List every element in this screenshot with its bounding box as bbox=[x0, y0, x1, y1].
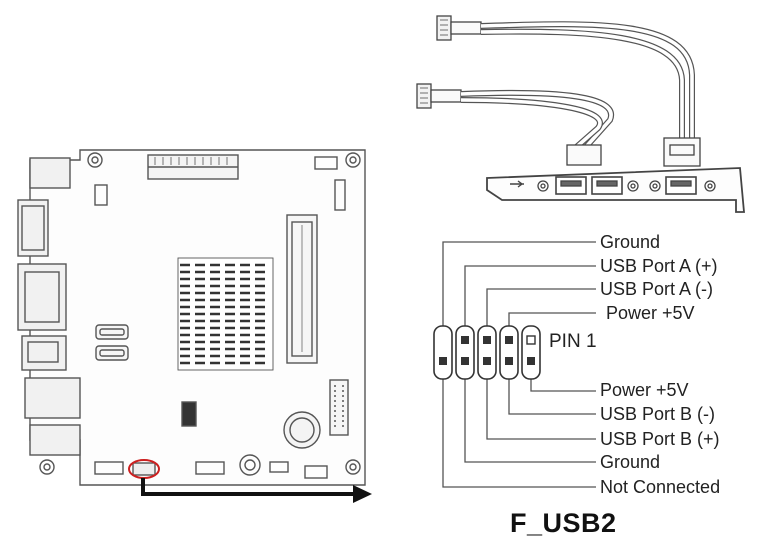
pin-label-power-5v-bottom: Power +5V bbox=[600, 380, 689, 400]
mounting-holes bbox=[39, 152, 361, 475]
atx-power-connector bbox=[147, 154, 239, 180]
f-usb2-board-header bbox=[132, 462, 156, 476]
pin-label-usb-b-plus: USB Port B (+) bbox=[600, 429, 720, 449]
usb-bracket-cables bbox=[416, 15, 745, 213]
pin-leader-lines bbox=[442, 241, 596, 488]
pin-label-usb-b-minus: USB Port B (-) bbox=[600, 404, 716, 424]
heatsink bbox=[177, 257, 274, 371]
sata-connectors bbox=[95, 324, 129, 361]
chip bbox=[181, 401, 197, 427]
rear-io-ports bbox=[17, 157, 81, 456]
side-header bbox=[329, 379, 349, 436]
pin-label-ground-bottom: Ground bbox=[600, 452, 661, 472]
motherboard bbox=[17, 149, 366, 486]
pin-label-usb-a-minus: USB Port A (-) bbox=[600, 279, 714, 299]
cmos-battery bbox=[283, 411, 321, 449]
pin-label-usb-a-plus: USB Port A (+) bbox=[600, 256, 718, 276]
pin1-label: PIN 1 bbox=[549, 331, 597, 352]
pin-label-ground-top: Ground bbox=[600, 232, 661, 252]
pin-header-block bbox=[433, 325, 541, 380]
pin-label-not-connected: Not Connected bbox=[600, 477, 721, 497]
pin-label-power-5v-top: Power +5V bbox=[606, 303, 695, 323]
memory-slot bbox=[286, 214, 318, 364]
header-pins bbox=[439, 335, 536, 365]
connector-title: F_USB2 bbox=[510, 508, 617, 538]
pointer-arrow bbox=[141, 478, 372, 503]
